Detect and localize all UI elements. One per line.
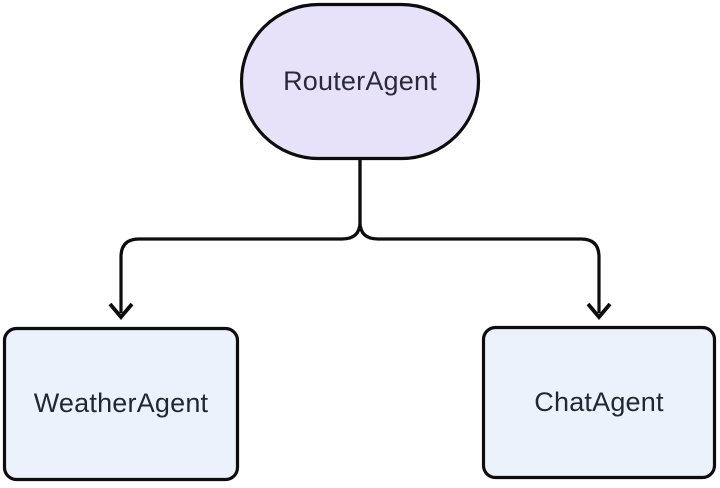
arrowhead-down-icon (586, 302, 612, 320)
node-shape-routeragent (239, 2, 481, 161)
node-shape-chatagent (481, 325, 717, 480)
node-shape-weatheragent (2, 326, 240, 482)
arrowhead-down-icon (108, 302, 134, 320)
edge-router-to-weatheragent (108, 159, 362, 320)
edge-router-to-chatagent (358, 159, 612, 320)
